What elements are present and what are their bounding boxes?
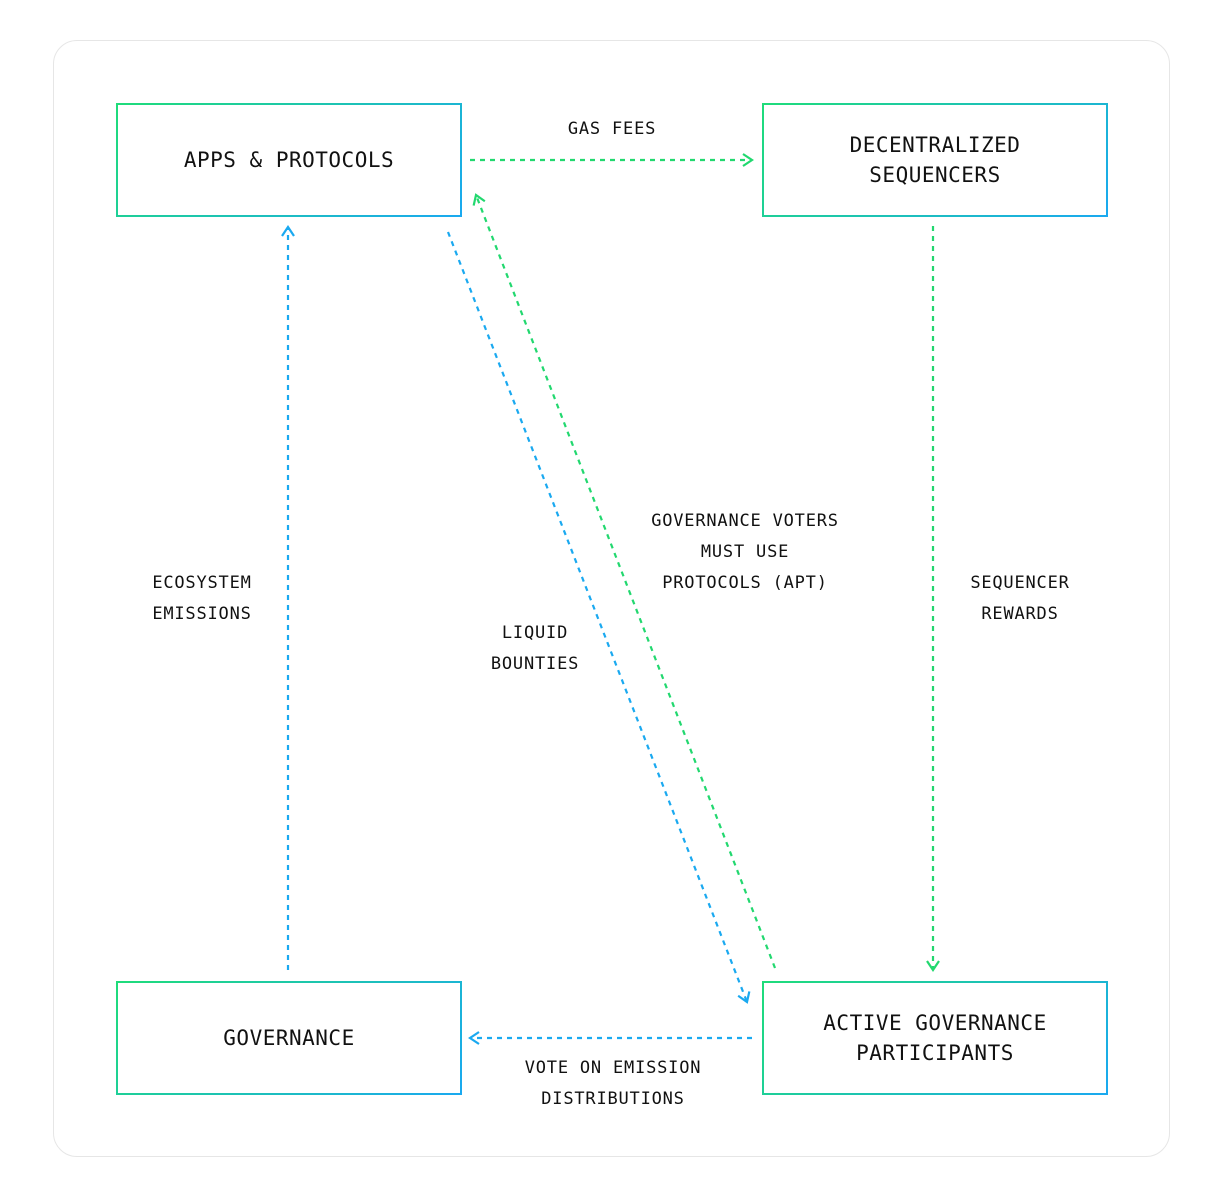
governance-voters-arrow xyxy=(472,193,777,969)
ecosystem-emissions-label: ECOSYSTEM EMISSIONS xyxy=(152,573,252,624)
governance-node: GOVERNANCE xyxy=(116,981,462,1095)
liquid-bounties-label: LIQUID BOUNTIES xyxy=(490,623,580,674)
diagram-card xyxy=(53,40,1170,1157)
apps-protocols-node: APPS & PROTOCOLS xyxy=(116,103,462,217)
sequencer-rewards-label: SEQUENCER REWARDS xyxy=(970,573,1070,624)
decentralized-sequencers-label: DECENTRALIZED SEQUENCERS xyxy=(849,133,1021,187)
apps-protocols-label: APPS & PROTOCOLS xyxy=(183,148,395,172)
gas-fees-label: GAS FEES xyxy=(567,119,657,139)
governance-label: GOVERNANCE xyxy=(223,1026,355,1050)
governance-voters-label: GOVERNANCE VOTERS MUST USE PROTOCOLS (AP… xyxy=(651,511,839,593)
active-governance-participants-node: ACTIVE GOVERNANCE PARTICIPANTS xyxy=(762,981,1108,1095)
liquid-bounties-arrow xyxy=(446,231,751,1004)
active-governance-participants-label: ACTIVE GOVERNANCE PARTICIPANTS xyxy=(823,1011,1047,1065)
decentralized-sequencers-node: DECENTRALIZED SEQUENCERS xyxy=(762,103,1108,217)
vote-on-emission-label: VOTE ON EMISSION DISTRIBUTIONS xyxy=(524,1058,702,1109)
